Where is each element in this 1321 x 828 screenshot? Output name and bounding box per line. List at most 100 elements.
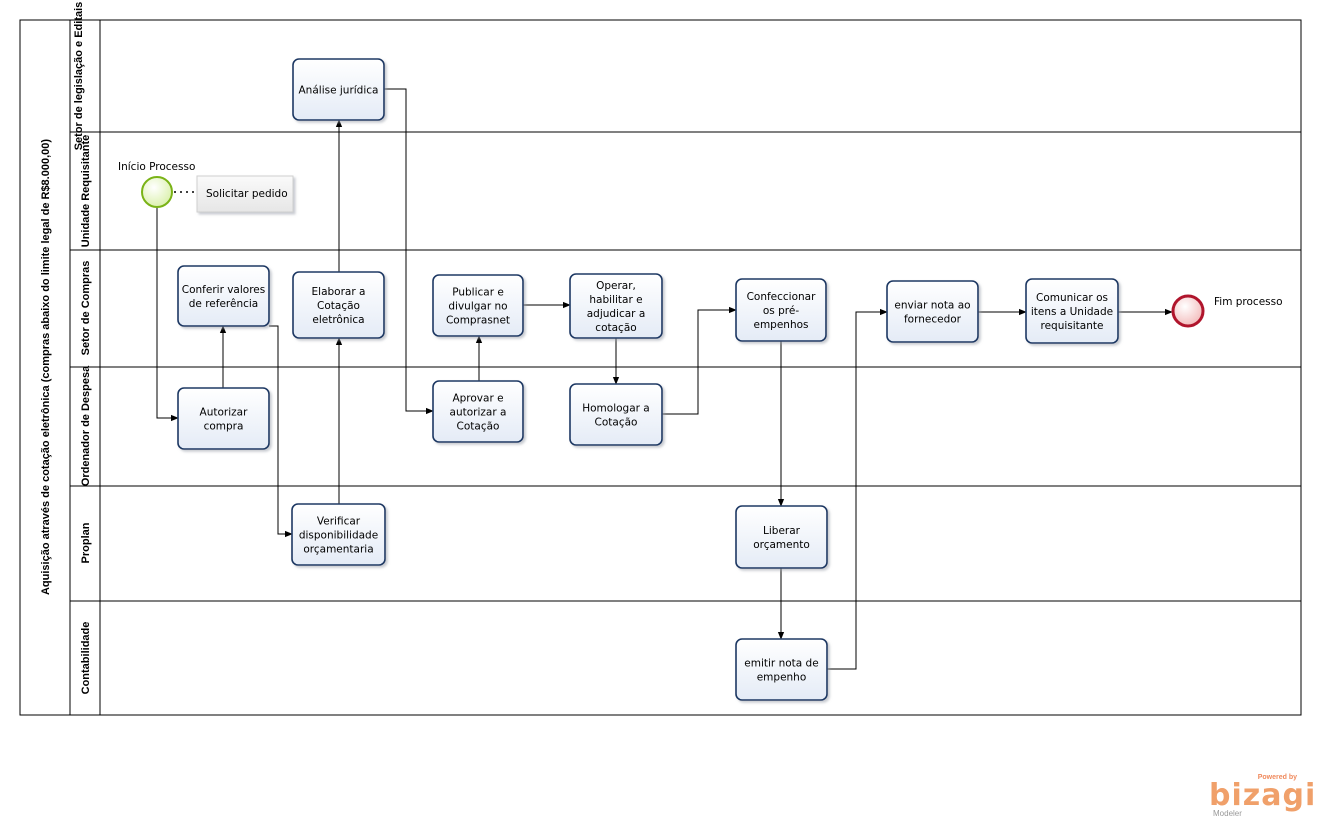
flow-conferir-to-verificar xyxy=(269,325,293,538)
task-label-line: Homologar a xyxy=(582,403,650,415)
task-label-emitir: emitir nota de empenho xyxy=(744,658,818,684)
task-label-line: Autorizar xyxy=(200,407,249,419)
task-label-line: Operar, xyxy=(596,280,636,292)
task-label-line: Comprasnet xyxy=(446,315,510,327)
task-box-comunicar[interactable] xyxy=(1025,278,1119,344)
task-liberar[interactable]: Liberar orçamento xyxy=(735,505,828,569)
bizagi-logo: Powered by bizagi Modeler xyxy=(1209,774,1315,818)
task-aprovar[interactable]: Aprovar e autorizar a Cotação xyxy=(432,380,524,443)
task-box-verificar[interactable] xyxy=(291,503,386,566)
text-annotation[interactable] xyxy=(196,175,294,213)
task-label-line: compra xyxy=(204,421,244,433)
task-label-line: empenhos xyxy=(753,319,808,331)
task-box-aprovar[interactable] xyxy=(432,380,524,443)
task-label-line: Liberar xyxy=(763,525,801,537)
task-label-line: autorizar a xyxy=(450,407,507,419)
task-box-publicar[interactable] xyxy=(432,274,524,337)
task-label-line: Análise jurídica xyxy=(299,85,379,97)
task-box-elaborar[interactable] xyxy=(292,271,385,339)
flow-start-to-autorizar xyxy=(156,208,179,422)
task-label-conferir: Conferir valores de referência xyxy=(182,284,265,310)
task-label-line: Verificar xyxy=(317,516,361,528)
task-label-line: Cotação xyxy=(595,417,638,429)
task-box-homologar[interactable] xyxy=(569,383,663,446)
task-label-enviar: enviar nota ao fornecedor xyxy=(894,300,970,326)
task-box-analise[interactable] xyxy=(292,58,385,121)
task-label-line: Confeccionar xyxy=(747,291,817,303)
task-comunicar[interactable]: Comunicar os itens a Unidade requisitante xyxy=(1025,278,1119,344)
flow-emitir-to-enviar xyxy=(827,308,888,670)
lane-label-ordenador: Ordenador de Despesa xyxy=(80,365,92,486)
lane-label-unidade: Unidade Requisitante xyxy=(80,135,92,247)
task-label-verificar: Verificar disponibilidade orçamentaria xyxy=(299,516,378,556)
task-label-publicar: Publicar e divulgar no Comprasnet xyxy=(446,287,510,327)
task-publicar[interactable]: Publicar e divulgar no Comprasnet xyxy=(432,274,524,337)
task-confeccionar[interactable]: Confeccionar os pré-empenhos xyxy=(735,278,827,342)
task-verificar[interactable]: Verificar disponibilidade orçamentaria xyxy=(291,503,386,566)
annotation-text: Solicitar pedido xyxy=(206,188,288,200)
lane-label-legislacao: Setor de legislação e Editais xyxy=(73,2,85,151)
start-event-label: Início Processo xyxy=(118,161,195,173)
task-label-comunicar: Comunicar os itens a Unidade requisitante xyxy=(1031,292,1113,332)
task-operar[interactable]: Operar, habilitar e adjudicar a cotação xyxy=(569,273,663,339)
task-label-line: eletrônica xyxy=(312,314,364,326)
end-event-label: Fim processo xyxy=(1214,296,1283,308)
task-label-line: enviar nota ao xyxy=(894,300,970,312)
task-box-confeccionar[interactable] xyxy=(735,278,827,342)
task-box-operar[interactable] xyxy=(569,273,663,339)
task-label-line: empenho xyxy=(757,672,807,684)
task-box-liberar[interactable] xyxy=(735,505,828,569)
task-box-emitir[interactable] xyxy=(735,638,828,701)
task-label-line: habilitar e xyxy=(589,294,642,306)
task-label-line: Comunicar os xyxy=(1036,292,1108,304)
task-label-line: itens a Unidade xyxy=(1031,306,1113,318)
task-label-elaborar: Elaborar a Cotação eletrônica xyxy=(312,286,366,326)
task-analise[interactable]: Análise jurídica xyxy=(292,58,385,121)
task-label-line: Cotação xyxy=(457,421,500,433)
task-label-line: de referência xyxy=(189,298,259,310)
task-box-enviar[interactable] xyxy=(886,280,979,343)
task-label-analise: Análise jurídica xyxy=(299,85,379,97)
task-label-autorizar: Autorizar compra xyxy=(200,407,249,433)
task-label-line: Elaborar a xyxy=(312,286,366,298)
task-homologar[interactable]: Homologar a Cotação xyxy=(569,383,663,446)
logo-brand: bizagi xyxy=(1209,778,1317,813)
task-label-liberar: Liberar orçamento xyxy=(753,525,810,551)
task-label-line: orçamentaria xyxy=(303,544,373,556)
task-label-line: divulgar no xyxy=(448,301,507,313)
flow-analise-to-aprovar xyxy=(384,88,434,415)
lane-label-compras: Setor de Compras xyxy=(80,261,92,356)
task-label-line: orçamento xyxy=(753,539,810,551)
task-box-autorizar[interactable] xyxy=(177,387,270,450)
task-elaborar[interactable]: Elaborar a Cotação eletrônica xyxy=(292,271,385,339)
task-label-line: fornecedor xyxy=(904,314,962,326)
task-label-line: requisitante xyxy=(1041,320,1104,332)
task-label-aprovar: Aprovar e autorizar a Cotação xyxy=(450,393,507,433)
task-label-line: emitir nota de xyxy=(744,658,818,670)
task-label-line: Conferir valores xyxy=(182,284,265,296)
task-box-conferir[interactable] xyxy=(177,265,270,327)
task-label-line: Cotação xyxy=(317,300,360,312)
task-label-line: disponibilidade xyxy=(299,530,378,542)
task-autorizar[interactable]: Autorizar compra xyxy=(177,387,270,450)
task-label-operar: Operar, habilitar e adjudicar a cotação xyxy=(587,280,646,334)
task-label-line: adjudicar a xyxy=(587,308,646,320)
lane-label-contabilidade: Contabilidade xyxy=(80,622,92,695)
task-conferir[interactable]: Conferir valores de referência xyxy=(177,265,270,327)
start-event[interactable] xyxy=(141,176,173,208)
pool-title: Aquisição através de cotação eletrônica … xyxy=(40,139,52,595)
task-label-homologar: Homologar a Cotação xyxy=(582,403,650,429)
task-label-line: Publicar e xyxy=(452,287,504,299)
task-label-line: cotação xyxy=(595,322,636,334)
end-event[interactable] xyxy=(1171,294,1205,328)
flow-homologar-to-confeccionar xyxy=(662,306,737,415)
powered-by-text: Powered by xyxy=(1257,774,1297,781)
logo-product: Modeler xyxy=(1213,809,1242,818)
task-label-confeccionar: Confeccionar os pré-empenhos xyxy=(747,291,817,331)
task-emitir[interactable]: emitir nota de empenho xyxy=(735,638,828,701)
task-label-line: Aprovar e xyxy=(452,393,503,405)
task-label-line: os pré- xyxy=(763,305,799,317)
task-enviar[interactable]: enviar nota ao fornecedor xyxy=(886,280,979,343)
